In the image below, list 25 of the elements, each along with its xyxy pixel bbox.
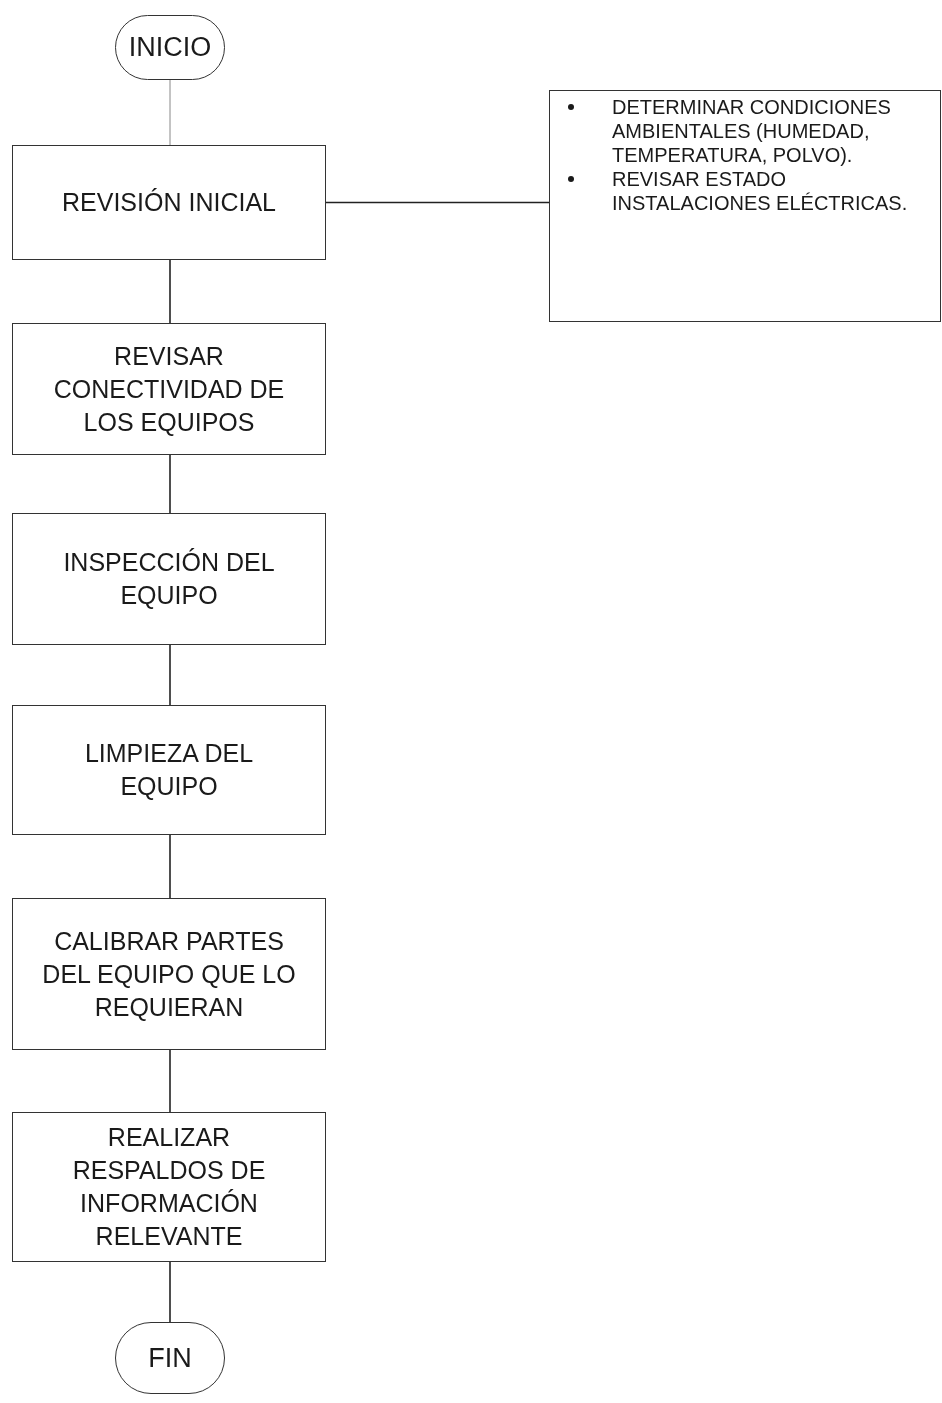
connector-line — [169, 454, 171, 514]
bullet-item: REVISAR ESTADO INSTALACIONES ELÉCTRICAS. — [612, 167, 909, 215]
process-box — [12, 1112, 326, 1262]
process-box — [12, 898, 326, 1050]
terminal-label: INICIO — [128, 31, 212, 65]
connector-line — [169, 1261, 171, 1323]
process-box — [12, 513, 326, 645]
process-label: LIMPIEZA DEL EQUIPO — [83, 738, 255, 802]
connector-line — [169, 79, 171, 146]
process-label: REALIZAR RESPALDOS DE INFORMACIÓN RELEVANTE — [71, 1122, 267, 1252]
process-box — [12, 705, 326, 835]
bullet-item: DETERMINAR CONDICIONES AMBIENTALES (HUMEDAD, TEMPERATURA, POLVO). — [612, 95, 892, 167]
connector-line — [169, 1049, 171, 1113]
note-box — [549, 90, 941, 322]
process-label: INSPECCIÓN DEL EQUIPO — [62, 547, 276, 611]
process-box — [12, 145, 326, 260]
process-label: REVISAR CONECTIVIDAD DE LOS EQUIPOS — [52, 340, 286, 438]
connector-line — [325, 201, 550, 204]
terminal-label: FIN — [148, 1341, 192, 1375]
connector-line — [169, 644, 171, 706]
process-box — [12, 323, 326, 455]
process-label: CALIBRAR PARTES DEL EQUIPO QUE LO REQUIERAN — [41, 925, 297, 1023]
connector-line — [169, 259, 171, 324]
process-label: REVISIÓN INICIAL — [62, 187, 276, 218]
connector-line — [169, 834, 171, 899]
